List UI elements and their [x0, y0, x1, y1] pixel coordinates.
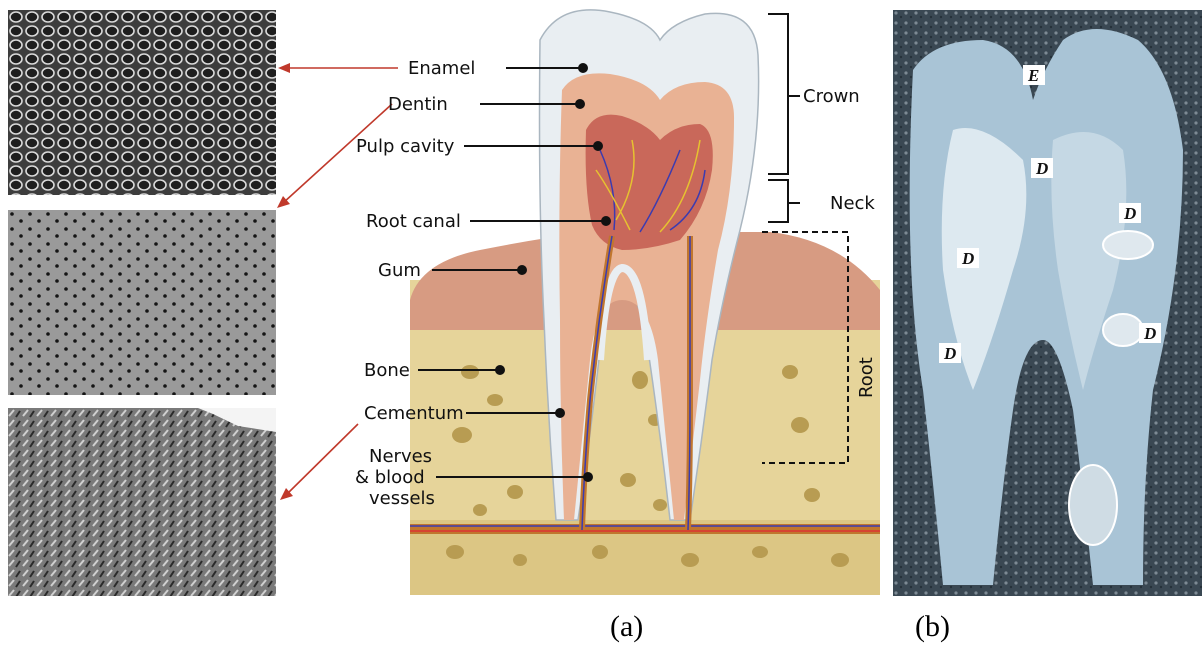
label-bone: Bone	[364, 360, 410, 381]
label-gum: Gum	[378, 260, 421, 281]
label-cementum: Cementum	[364, 403, 464, 424]
tooth-section-photo: E D D D D D	[893, 10, 1202, 596]
label-pulp-cavity: Pulp cavity	[356, 136, 455, 157]
label-root-canal: Root canal	[366, 211, 461, 232]
label-enamel: Enamel	[408, 58, 475, 79]
marker-enamel: E	[1027, 66, 1039, 85]
pointer-arrows	[277, 63, 398, 500]
label-root: Root	[856, 357, 877, 398]
marker-dentin-4: D	[1143, 324, 1156, 343]
marker-dentin-3: D	[961, 249, 974, 268]
marker-dentin-5: D	[943, 344, 956, 363]
label-nerves-1: Nerves	[369, 446, 432, 467]
caption-b: (b)	[915, 610, 950, 644]
marker-dentin-2: D	[1123, 204, 1136, 223]
label-crown: Crown	[803, 86, 860, 107]
label-nerves-2: & blood	[355, 467, 425, 488]
caption-a: (a)	[610, 610, 643, 644]
label-nerves-3: vessels	[369, 488, 435, 509]
marker-dentin-1: D	[1035, 159, 1048, 178]
label-neck: Neck	[830, 193, 875, 214]
label-dentin: Dentin	[388, 94, 448, 115]
